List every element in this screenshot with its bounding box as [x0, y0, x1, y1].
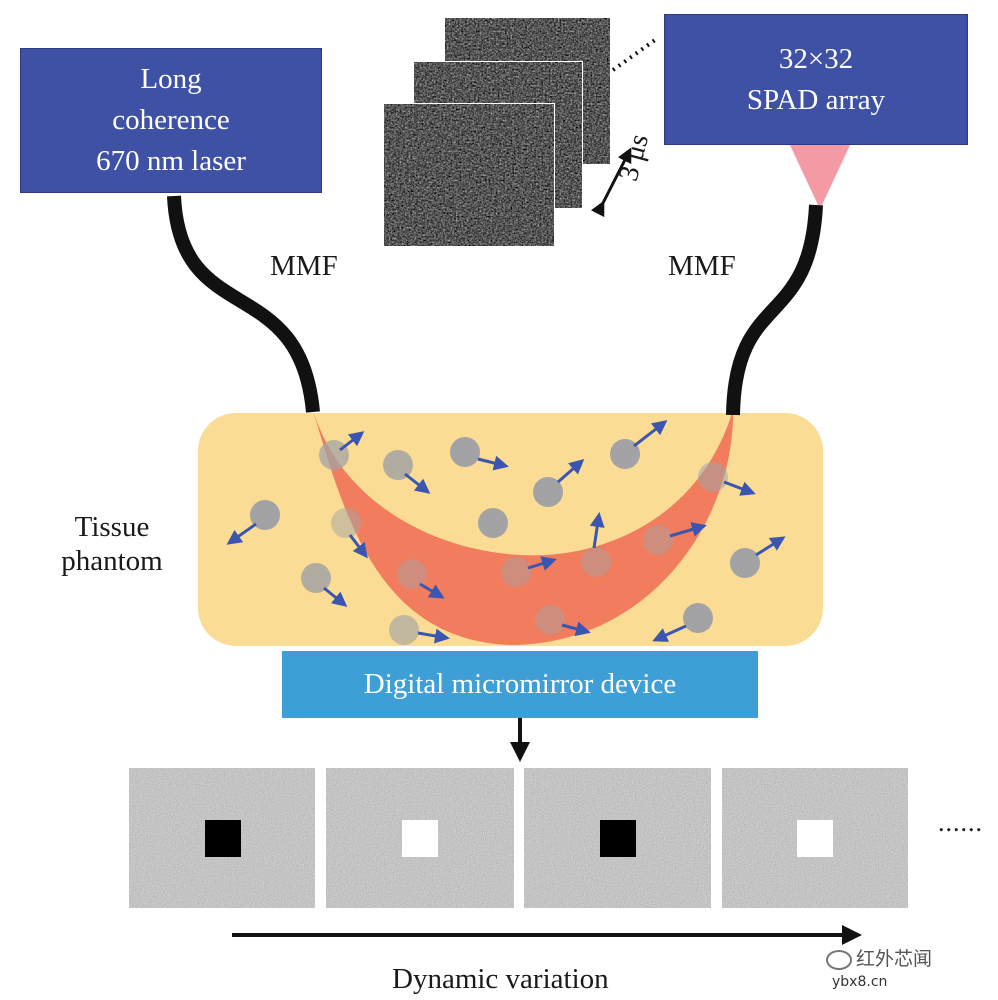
right-fiber — [726, 204, 823, 416]
pattern-square — [600, 820, 636, 857]
left-fiber — [167, 195, 320, 413]
particle — [301, 563, 348, 607]
particle — [610, 420, 668, 469]
particle — [533, 459, 585, 507]
continuation-dots: ...... — [938, 808, 983, 837]
pattern-frames — [129, 768, 908, 908]
particle — [730, 536, 786, 578]
particle — [698, 462, 756, 496]
watermark-brand: 红外芯闻 — [826, 944, 932, 971]
particle — [397, 559, 445, 599]
particle — [478, 508, 508, 538]
laser-box: Long coherence 670 nm laser — [20, 48, 322, 193]
pattern-frame-2 — [326, 768, 514, 908]
particle — [389, 615, 450, 645]
tissue-phantom — [198, 413, 823, 646]
scattering-particles — [226, 420, 786, 645]
speckle-frame-stack — [383, 18, 610, 247]
dmd-label: Digital micromirror device — [363, 668, 677, 700]
right-fiber-label: MMF — [668, 250, 736, 282]
particle — [652, 603, 713, 642]
spad-array-label: 32×32 SPAD array — [746, 42, 886, 116]
frame-interval-arrow — [590, 147, 632, 218]
dmd-box: Digital micromirror device — [282, 651, 758, 718]
particle — [226, 500, 280, 545]
left-fiber-label: MMF — [270, 250, 338, 282]
watermark-site: ybx8.cn — [832, 974, 888, 990]
pattern-square — [402, 820, 438, 857]
pattern-frame-1 — [129, 768, 315, 908]
particle — [581, 512, 611, 577]
tissue-phantom-label: Tissue phantom — [61, 511, 163, 577]
particle — [501, 556, 557, 587]
detector-cone — [790, 145, 850, 205]
particle — [535, 605, 591, 637]
pattern-frame-3 — [524, 768, 711, 908]
wechat-icon — [826, 949, 852, 970]
pattern-square — [797, 820, 833, 857]
pattern-frame-4 — [722, 768, 908, 908]
pattern-square — [205, 820, 241, 857]
watermark-brand-text: 红外芯闻 — [856, 948, 933, 970]
particle — [450, 437, 509, 471]
laser-box-label: Long coherence 670 nm laser — [96, 63, 246, 177]
particle — [383, 450, 431, 494]
particle — [643, 522, 707, 555]
particle — [331, 508, 368, 559]
light-path-banana — [313, 410, 734, 645]
particle — [319, 431, 365, 470]
timeline-label: Dynamic variation — [392, 963, 609, 995]
spad-array-box: 32×32 SPAD array — [664, 14, 968, 145]
stack-dotted-connector — [611, 38, 657, 72]
